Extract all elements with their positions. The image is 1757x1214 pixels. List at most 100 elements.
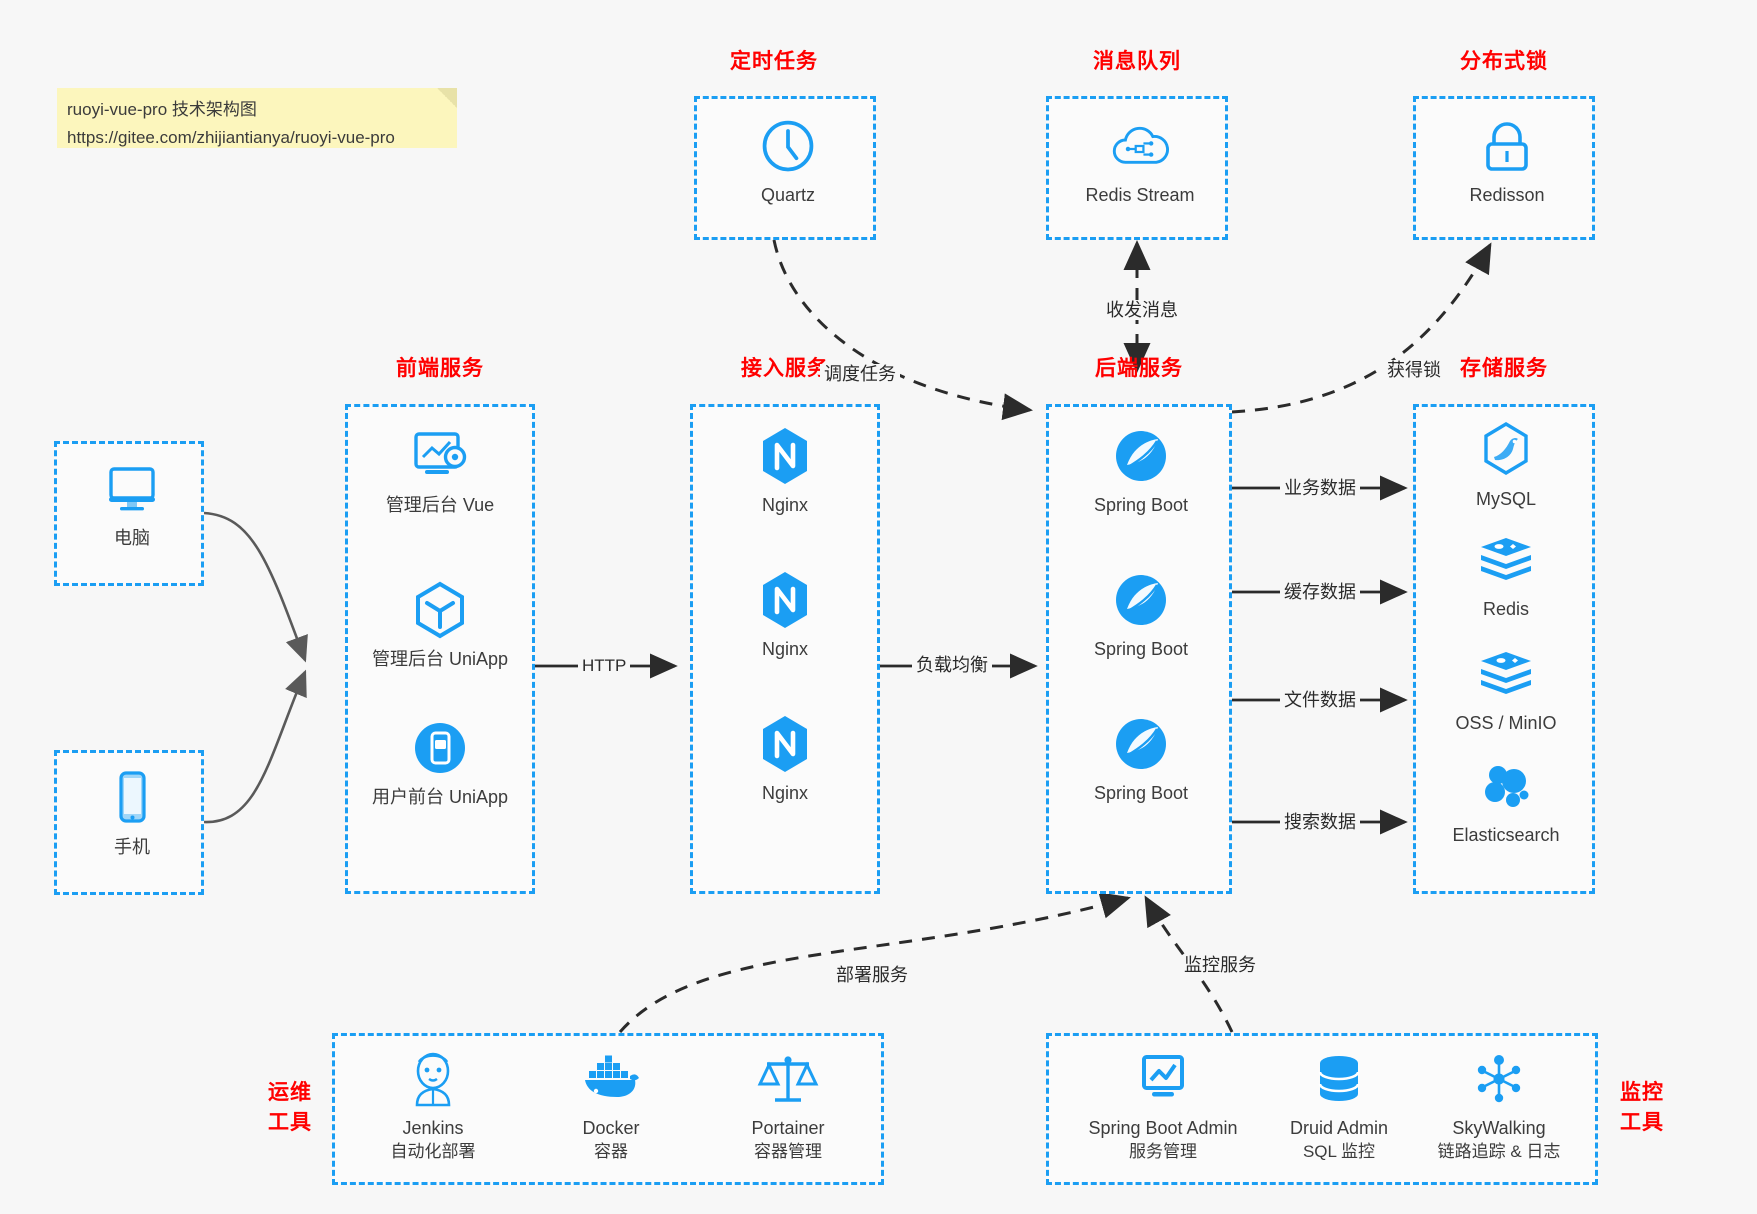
group-title-devops: 运维 工具 [258, 1078, 322, 1138]
node-label: Nginx [761, 783, 809, 803]
group-title-monitor: 监控 工具 [1610, 1078, 1674, 1138]
node-label: MySQL [1475, 489, 1536, 509]
desktop-icon [52, 458, 212, 520]
node-label: Nginx [761, 495, 809, 515]
node-redis-stream[interactable]: Redis Stream [1060, 115, 1220, 207]
node-mobile[interactable]: 手机 [52, 767, 212, 859]
edge-label-http: HTTP [578, 656, 631, 676]
group-box-gateway: Nginx Nginx Nginx [690, 404, 880, 894]
edge-label-monitor-service: 监控服务 [1180, 955, 1260, 975]
node-elasticsearch[interactable]: Elasticsearch [1426, 755, 1586, 847]
nginx-icon [705, 569, 865, 631]
node-spring-boot-admin[interactable]: Spring Boot Admin 服务管理 [1063, 1048, 1263, 1164]
group-box-client-desktop: 电脑 [54, 441, 204, 586]
node-redis[interactable]: Redis [1426, 529, 1586, 621]
node-oss-minio[interactable]: OSS / MinIO [1426, 643, 1586, 735]
node-nginx-3[interactable]: Nginx [705, 713, 865, 805]
note-fold-corner [437, 88, 457, 108]
node-sublabel: 服务管理 [1129, 1142, 1197, 1161]
node-label: Nginx [761, 639, 809, 659]
node-user-uniapp[interactable]: 用户前台 UniApp [360, 717, 520, 809]
group-box-distributed-lock: Redisson [1413, 96, 1595, 240]
node-admin-vue[interactable]: 管理后台 Vue [360, 425, 520, 517]
node-label: 手机 [114, 837, 150, 857]
node-label: 管理后台 UniApp [371, 649, 509, 669]
node-nginx-2[interactable]: Nginx [705, 569, 865, 661]
node-sublabel: 链路追踪 & 日志 [1437, 1142, 1561, 1161]
node-nginx-1[interactable]: Nginx [705, 425, 865, 517]
edge-label-load-balance: 负载均衡 [912, 655, 992, 675]
admin-dashboard-icon [360, 425, 520, 487]
node-quartz[interactable]: Quartz [708, 115, 868, 207]
node-redisson[interactable]: Redisson [1427, 115, 1587, 207]
nginx-icon [705, 713, 865, 775]
portainer-icon [708, 1048, 868, 1110]
jenkins-icon [353, 1048, 513, 1110]
node-label: Redis Stream [1085, 185, 1195, 205]
group-title-storage: 存储服务 [1460, 357, 1548, 380]
node-label: Elasticsearch [1452, 825, 1560, 845]
group-box-devops: Jenkins 自动化部署 Docker 容器 [332, 1033, 884, 1185]
node-label: Redis [1482, 599, 1530, 619]
group-title-backend: 后端服务 [1095, 357, 1183, 380]
node-label: 管理后台 Vue [385, 495, 495, 515]
node-druid-admin[interactable]: Druid Admin SQL 监控 [1239, 1048, 1439, 1164]
edge-label-deploy-service: 部署服务 [832, 965, 912, 985]
group-title-devops-line1: 运维 [268, 1081, 312, 1104]
group-box-monitor: Spring Boot Admin 服务管理 Druid Admin SQL 监… [1046, 1033, 1598, 1185]
spring-boot-icon [1061, 425, 1221, 487]
edge-label-acquire-lock: 获得锁 [1383, 360, 1445, 380]
group-box-backend: Spring Boot Spring Boot Spring Boot [1046, 404, 1232, 894]
group-box-message-queue: Redis Stream [1046, 96, 1228, 240]
clock-icon [708, 115, 868, 177]
node-admin-uniapp[interactable]: 管理后台 UniApp [360, 579, 520, 671]
edge-label-send-receive-message: 收发消息 [1102, 300, 1182, 320]
cloud-stream-icon [1060, 115, 1220, 177]
node-label: 电脑 [114, 528, 150, 548]
monitor-chart-icon [1063, 1048, 1263, 1110]
group-title-monitor-line2: 工具 [1620, 1111, 1664, 1134]
spring-boot-icon [1061, 713, 1221, 775]
node-label: Redisson [1469, 185, 1545, 205]
mobile-icon [52, 767, 212, 829]
group-title-gateway: 接入服务 [741, 357, 829, 380]
mobile-app-icon [360, 717, 520, 779]
group-title-monitor-line1: 监控 [1620, 1081, 1664, 1104]
group-title-message-queue: 消息队列 [1093, 50, 1181, 73]
spring-boot-icon [1061, 569, 1221, 631]
group-box-client-mobile: 手机 [54, 750, 204, 895]
node-label: Spring Boot [1093, 783, 1189, 803]
node-docker[interactable]: Docker 容器 [531, 1048, 691, 1164]
node-jenkins[interactable]: Jenkins 自动化部署 [353, 1048, 513, 1164]
node-spring-boot-2[interactable]: Spring Boot [1061, 569, 1221, 661]
node-sublabel: 容器 [594, 1142, 628, 1161]
node-mysql[interactable]: MySQL [1426, 419, 1586, 511]
mysql-icon [1426, 419, 1586, 481]
node-label: OSS / MinIO [1455, 713, 1557, 733]
edge-label-schedule-task: 调度任务 [820, 364, 900, 384]
edge-label-search-data: 搜索数据 [1280, 812, 1360, 832]
database-icon [1239, 1048, 1439, 1110]
node-desktop[interactable]: 电脑 [52, 458, 212, 550]
node-skywalking[interactable]: SkyWalking 链路追踪 & 日志 [1399, 1048, 1599, 1164]
group-title-distributed-lock: 分布式锁 [1460, 50, 1548, 73]
node-spring-boot-3[interactable]: Spring Boot [1061, 713, 1221, 805]
node-spring-boot-1[interactable]: Spring Boot [1061, 425, 1221, 517]
group-box-frontend: 管理后台 Vue 管理后台 UniApp 用户前台 UniApp [345, 404, 535, 894]
edge-label-cache-data: 缓存数据 [1280, 582, 1360, 602]
group-title-scheduled-task: 定时任务 [730, 50, 818, 73]
node-sublabel: SQL 监控 [1302, 1142, 1376, 1161]
group-title-frontend: 前端服务 [396, 357, 484, 380]
note-url: https://gitee.com/zhijiantianya/ruoyi-vu… [67, 128, 395, 147]
node-portainer[interactable]: Portainer 容器管理 [708, 1048, 868, 1164]
elasticsearch-icon [1426, 755, 1586, 817]
docker-icon [531, 1048, 691, 1110]
edge-label-file-data: 文件数据 [1280, 690, 1360, 710]
lock-icon [1427, 115, 1587, 177]
group-title-devops-line2: 工具 [268, 1111, 312, 1134]
node-label: 用户前台 UniApp [371, 787, 509, 807]
node-label: Portainer [751, 1118, 825, 1138]
node-label: Spring Boot Admin [1088, 1118, 1238, 1138]
node-sublabel: 容器管理 [754, 1142, 822, 1161]
